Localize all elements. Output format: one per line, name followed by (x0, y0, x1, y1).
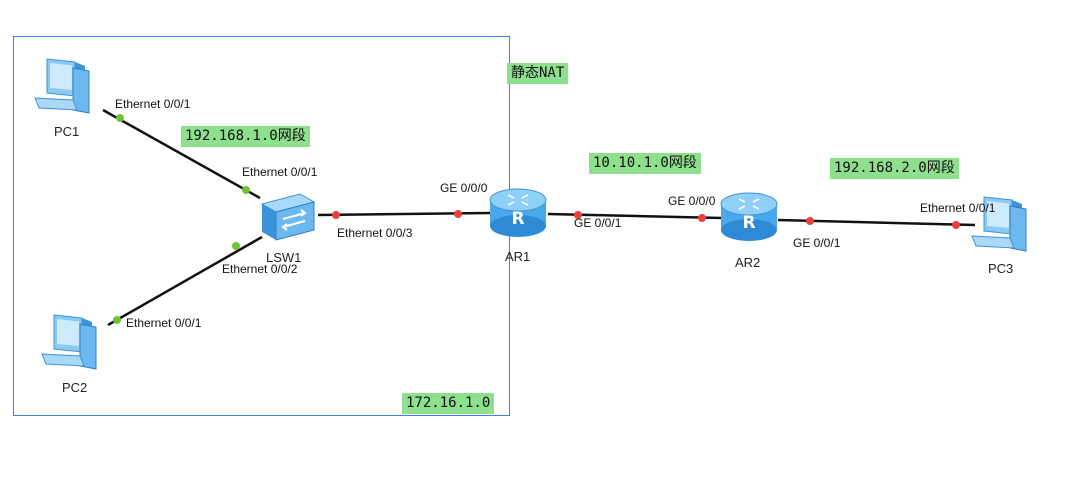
note-lan-segment: 192.168.1.0网段 (181, 126, 310, 147)
note-remote-segment: 192.168.2.0网段 (830, 158, 959, 179)
ar1-device[interactable]: R (487, 186, 549, 240)
port-label-ar2-ge0: GE 0/0/0 (668, 194, 716, 208)
port-dot-pc1 (116, 114, 124, 122)
port-dot-pc3 (952, 221, 960, 229)
router-icon: R (489, 188, 547, 237)
port-label-lsw1-eth2: Ethernet 0/0/2 (222, 262, 298, 276)
link-pc1-lsw1 (102, 108, 261, 200)
port-label-ar1-ge0: GE 0/0/0 (440, 181, 488, 195)
ar2-device[interactable]: R (718, 190, 780, 244)
port-dots (113, 114, 960, 324)
svg-text:R: R (742, 213, 755, 233)
port-label-lsw1-eth3: Ethernet 0/0/3 (337, 226, 413, 240)
port-dot-ar2-ge1 (806, 217, 814, 225)
pc3-device[interactable] (970, 194, 1034, 254)
lsw1-device[interactable] (256, 190, 320, 242)
note-area-segment: 172.16.1.0 (402, 393, 495, 414)
pc-icon (971, 196, 1027, 252)
note-static-nat: 静态NAT (507, 63, 569, 84)
note-wan-segment: 10.10.1.0网段 (589, 153, 701, 174)
port-label-pc1-eth: Ethernet 0/0/1 (115, 97, 191, 111)
port-dot-ar1-ge1 (574, 211, 582, 219)
pc2-name: PC2 (62, 380, 88, 395)
port-label-pc3-eth: Ethernet 0/0/1 (920, 201, 996, 215)
pc1-name: PC1 (54, 124, 80, 139)
pc1-device[interactable] (33, 56, 97, 116)
port-label-ar1-ge1: GE 0/0/1 (574, 216, 622, 230)
port-dot-lsw1-eth2 (232, 242, 240, 250)
svg-text:R: R (511, 209, 524, 229)
pc2-device[interactable] (40, 312, 104, 372)
port-label-lsw1-eth1: Ethernet 0/0/1 (242, 165, 318, 179)
port-label-ar2-ge1: GE 0/0/1 (793, 236, 841, 250)
port-dot-lsw1-eth1 (242, 186, 250, 194)
pc3-name: PC3 (988, 261, 1014, 276)
switch-icon (260, 193, 316, 241)
ar1-name: AR1 (505, 249, 531, 264)
port-dot-ar2-ge0 (698, 214, 706, 222)
router-icon: R (720, 192, 778, 241)
port-dot-lsw1-eth3 (332, 211, 340, 219)
lsw1-name: LSW1 (266, 250, 302, 265)
pc-icon (34, 58, 90, 114)
link-pc2-lsw1 (107, 235, 263, 327)
port-label-pc2-eth: Ethernet 0/0/1 (126, 316, 202, 330)
pc-icon (41, 314, 97, 370)
port-dot-pc2 (113, 316, 121, 324)
port-dot-ar1-ge0 (454, 210, 462, 218)
ar2-name: AR2 (735, 255, 761, 270)
